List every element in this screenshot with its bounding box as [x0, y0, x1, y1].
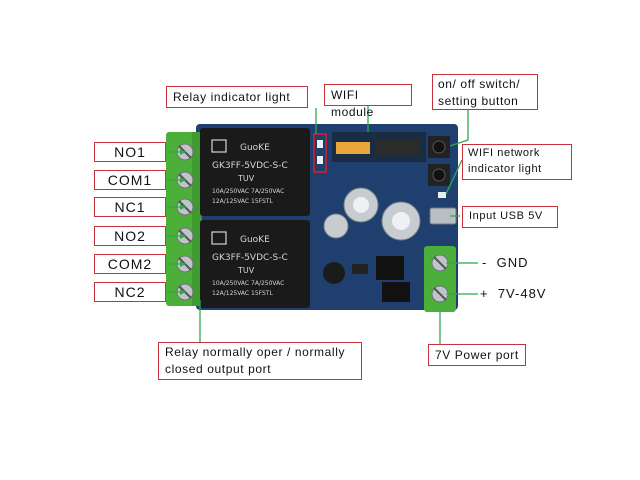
relay-1-model: GK3FF-5VDC-S-C: [212, 161, 288, 171]
relay-1-rating2: 12A/125VAC 15FSTL: [212, 198, 273, 205]
callout-wifi-network-light: WIFI network indicator light: [462, 144, 572, 180]
callout-wifi-module: WIFI module: [324, 84, 412, 119]
relay-1-cert: TUV: [237, 174, 255, 183]
callout-relay-indicator-text: Relay indicator light: [173, 90, 291, 104]
vin-label: + 7V-48V: [480, 286, 546, 301]
vin-text: 7V-48V: [497, 286, 547, 301]
callout-wifi-module-text: WIFI module: [331, 88, 374, 120]
relay-1-brand: GuoKE: [240, 143, 270, 153]
callout-output-port: Relay normally oper / normally closed ou…: [158, 342, 362, 380]
callout-switch-line1: on/ off switch/: [438, 77, 521, 91]
relay-2-rating2: 12A/125VAC 15FSTL: [212, 290, 273, 297]
callout-power-port: 7V Power port: [428, 344, 526, 366]
gnd-sign: -: [482, 255, 488, 270]
wifi-module: [332, 132, 426, 162]
relay-1: GuoKE GK3FF-5VDC-S-C TUV 10A/250VAC 7A/2…: [200, 128, 310, 216]
gnd-text: GND: [496, 255, 529, 270]
wifi-network-led: [438, 192, 446, 198]
relay-2-rating1: 10A/250VAC 7A/250VAC: [212, 280, 284, 287]
terminal-label-no1: NO1: [94, 142, 166, 162]
output-terminal-block: [166, 132, 202, 306]
vin-sign: +: [480, 286, 489, 301]
terminal-label-com2: COM2: [94, 254, 166, 274]
callout-relay-indicator-light: Relay indicator light: [166, 86, 308, 108]
relay-2-brand: GuoKE: [240, 235, 270, 245]
setting-buttons: [428, 136, 450, 186]
callout-switch-button: on/ off switch/ setting button: [432, 74, 538, 110]
relay-1-rating1: 10A/250VAC 7A/250VAC: [212, 188, 284, 195]
callout-power-port-text: 7V Power port: [435, 348, 519, 362]
callout-usb-input: Input USB 5V: [462, 206, 558, 228]
callout-wifi-led-line1: WIFI network: [468, 147, 540, 159]
terminal-label-nc2: NC2: [94, 282, 166, 302]
relay-indicator-leds: [313, 133, 327, 173]
gnd-label: - GND: [482, 255, 528, 270]
power-terminal-block: [424, 246, 456, 312]
leader-arrows: [180, 149, 186, 295]
terminal-label-nc1: NC1: [94, 197, 166, 217]
callout-output-line1: Relay normally oper / normally: [165, 345, 346, 359]
relay-2: GuoKE GK3FF-5VDC-S-C TUV 10A/250VAC 7A/2…: [200, 220, 310, 308]
terminal-label-com1: COM1: [94, 170, 166, 190]
callout-switch-line2: setting button: [438, 94, 519, 109]
callout-wifi-led-line2: indicator light: [468, 162, 542, 175]
ic-chips: [352, 256, 410, 302]
relay-2-cert: TUV: [237, 266, 255, 275]
callout-output-line2: closed output port: [165, 362, 272, 377]
terminal-label-no2: NO2: [94, 226, 166, 246]
callout-usb-text: Input USB 5V: [469, 210, 543, 222]
capacitors: [323, 187, 421, 284]
relay-2-model: GK3FF-5VDC-S-C: [212, 253, 288, 263]
